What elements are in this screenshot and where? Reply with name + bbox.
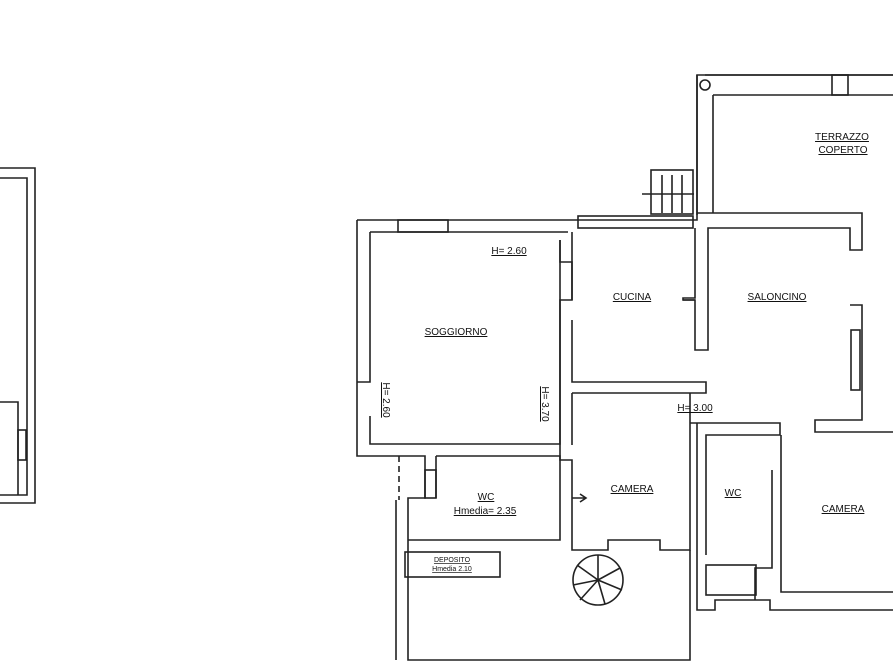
height-wc-left: Hmedia= 2.35: [454, 506, 517, 517]
height-soggiorno-left: H= 2.60: [380, 382, 391, 418]
label-camera-right: CAMERA: [822, 504, 865, 515]
walls: [356, 74, 893, 661]
height-corridor: H= 3.00: [677, 403, 713, 414]
label-terrazzo: TERRAZZO: [815, 132, 869, 143]
height-soggiorno-right: H= 3.70: [539, 386, 550, 422]
label-saloncino: SALONCINO: [748, 292, 807, 303]
label-deposito: DEPOSITO: [434, 557, 471, 564]
label-cucina: CUCINA: [613, 292, 652, 303]
label-camera-center: CAMERA: [611, 484, 654, 495]
height-soggiorno-top: H= 2.60: [491, 246, 527, 257]
left-partial-building: [0, 167, 36, 504]
height-deposito: Hmedia 2.10: [432, 566, 472, 573]
label-soggiorno: SOGGIORNO: [425, 327, 488, 338]
label-wc-right: WC: [725, 488, 742, 499]
label-coperto: COPERTO: [818, 145, 867, 156]
label-wc-left: WC: [478, 492, 495, 503]
